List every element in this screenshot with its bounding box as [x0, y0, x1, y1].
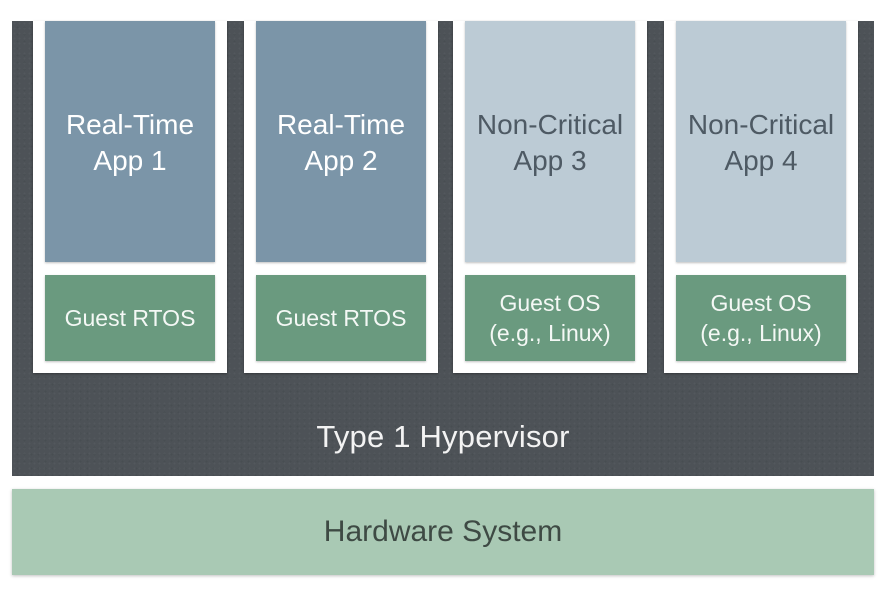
vm-1: Real-Time App 1 Guest RTOS: [33, 21, 227, 373]
app-title-line2: App 3: [513, 145, 587, 176]
vm-2: Real-Time App 2 Guest RTOS: [244, 21, 438, 373]
hardware-label: Hardware System: [323, 515, 563, 548]
guest-os-box-2: Guest RTOS: [256, 275, 426, 361]
guest-os-line1: Guest RTOS: [275, 305, 407, 331]
hypervisor-layer: Real-Time App 1 Guest RTOS Real-Time App…: [12, 21, 874, 476]
app-box-realtime-2: Real-Time App 2: [256, 21, 426, 262]
app-title-line1: Non-Critical: [476, 109, 624, 140]
app-box-realtime-1: Real-Time App 1: [45, 21, 215, 262]
guest-os-box-1: Guest RTOS: [45, 275, 215, 361]
guest-os-line1: Guest RTOS: [64, 305, 196, 331]
guest-os-box-4: Guest OS (e.g., Linux): [676, 275, 846, 361]
app-title-line1: Real-Time: [65, 109, 195, 140]
guest-os-line2: (e.g., Linux): [700, 320, 822, 346]
vm-4: Non-Critical App 4 Guest OS (e.g., Linux…: [664, 21, 858, 373]
app-box-noncritical-3: Non-Critical App 3: [465, 21, 635, 262]
vm-3: Non-Critical App 3 Guest OS (e.g., Linux…: [453, 21, 647, 373]
app-title-line1: Non-Critical: [687, 109, 835, 140]
guest-os-line1: Guest OS: [710, 290, 812, 316]
app-box-noncritical-4: Non-Critical App 4: [676, 21, 846, 262]
guest-os-box-3: Guest OS (e.g., Linux): [465, 275, 635, 361]
app-title-line1: Real-Time: [276, 109, 406, 140]
hardware-system-layer: Hardware System: [12, 489, 874, 575]
app-title-line2: App 1: [93, 145, 167, 176]
guest-os-line2: (e.g., Linux): [489, 320, 611, 346]
hypervisor-label: Type 1 Hypervisor: [316, 419, 570, 454]
app-title-line2: App 4: [724, 145, 798, 176]
guest-os-line1: Guest OS: [499, 290, 601, 316]
app-title-line2: App 2: [304, 145, 378, 176]
